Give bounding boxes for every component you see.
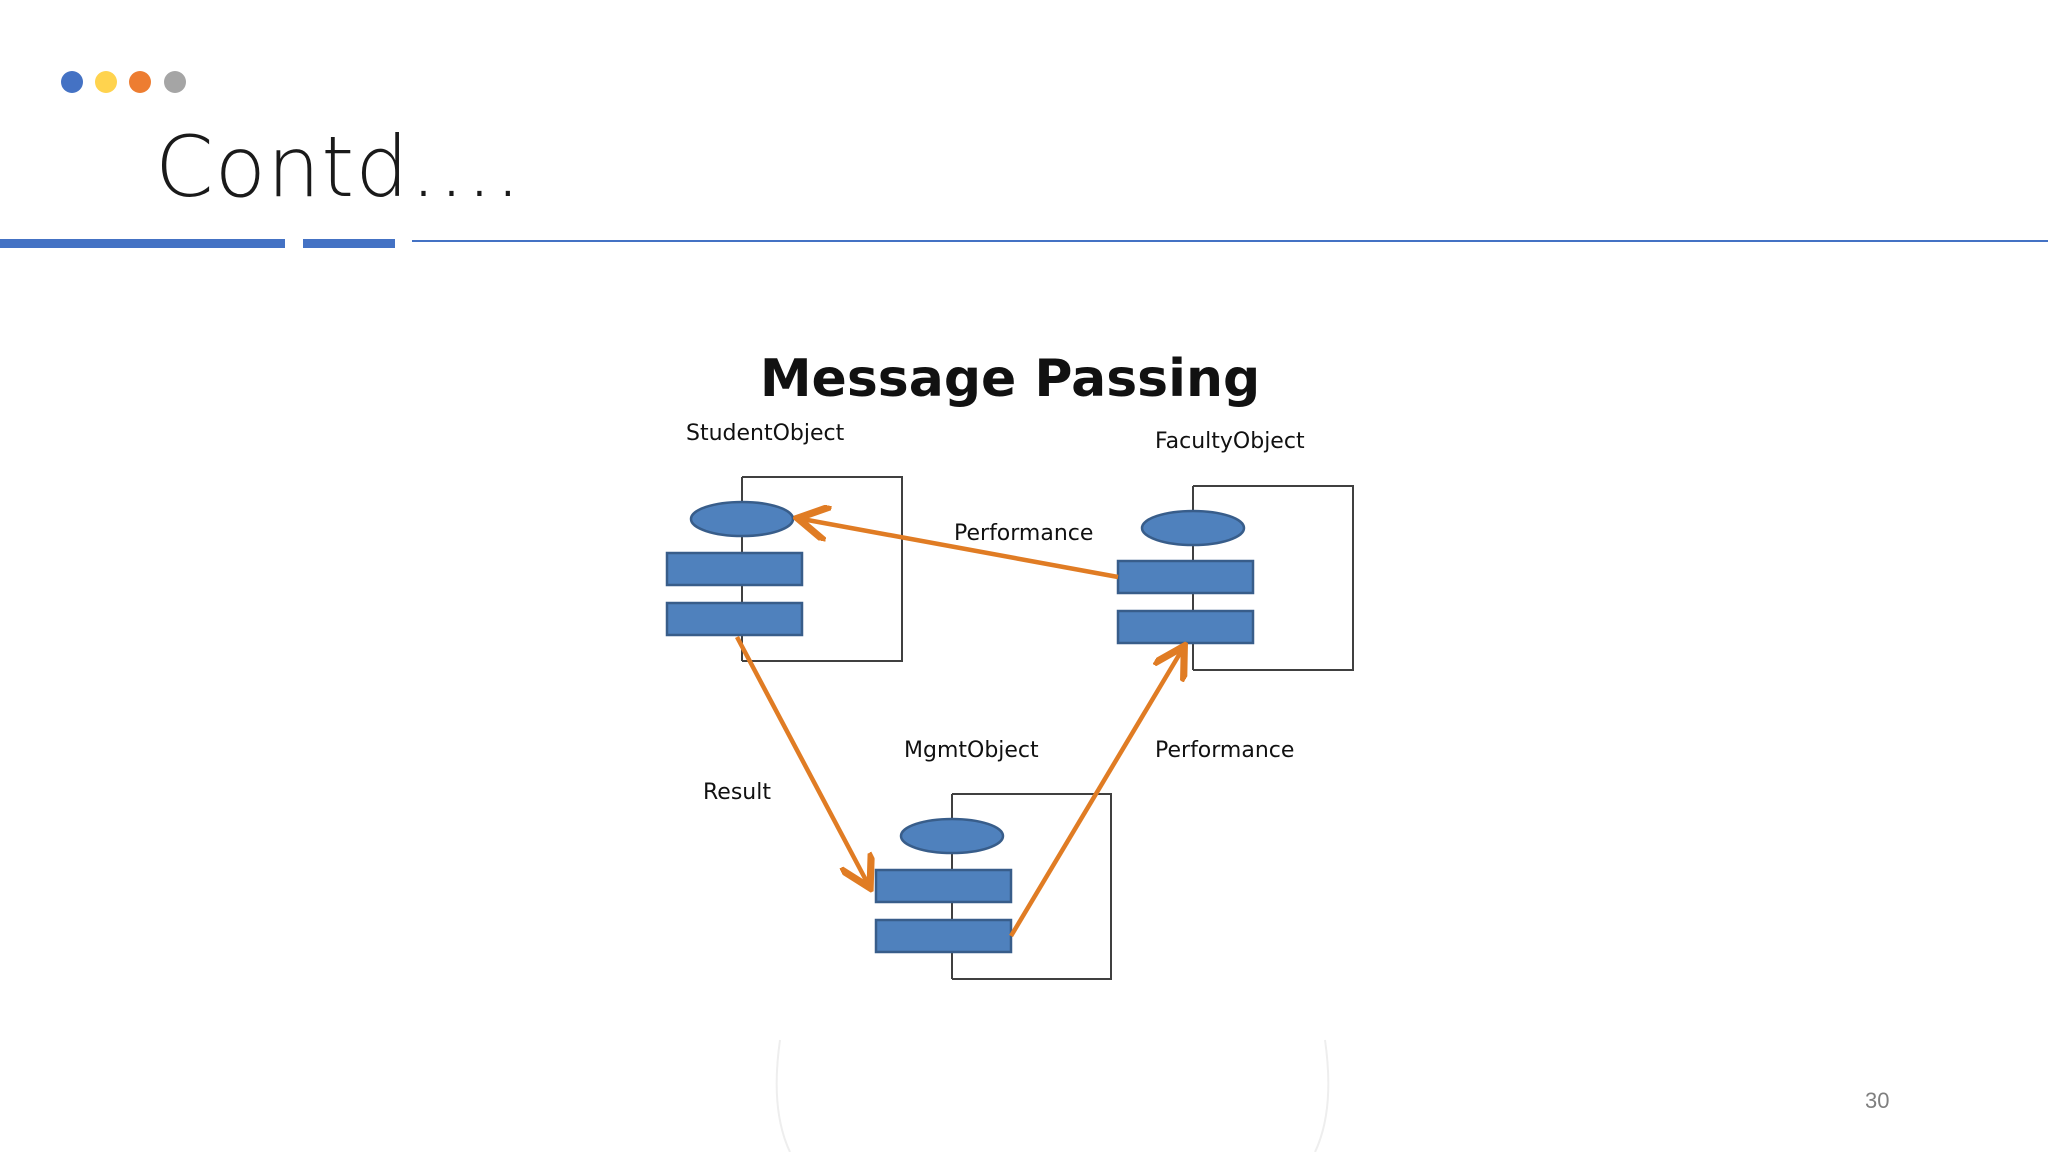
- object-ellipse: [899, 817, 1005, 855]
- mgmt-object-label: MgmtObject: [904, 738, 1039, 763]
- object-frame: [1193, 485, 1354, 671]
- slide-title: Contd….: [155, 118, 523, 216]
- title-underline-segment: [0, 239, 285, 248]
- decor-dot-yellow: [95, 71, 117, 93]
- page-number: 30: [1865, 1088, 1890, 1113]
- decor-dot-blue: [61, 71, 83, 93]
- object-frame: [742, 476, 903, 662]
- object-bar: [874, 868, 1013, 904]
- object-bar: [874, 918, 1013, 954]
- title-underline-thin: [412, 240, 2048, 242]
- object-frame: [952, 793, 1112, 980]
- message-label-performance: Performance: [954, 521, 1093, 546]
- message-arrow-faculty-to-student: [802, 519, 1119, 580]
- object-bar: [1116, 559, 1255, 595]
- object-bar: [1116, 609, 1255, 645]
- object-bar: [665, 551, 804, 587]
- decor-dot-gray: [164, 71, 186, 93]
- message-arrow-student-to-mgmt: [735, 635, 868, 884]
- object-ellipse: [1140, 509, 1246, 547]
- message-label-performance: Performance: [1155, 738, 1294, 763]
- object-bar: [665, 601, 804, 637]
- student-object: StudentObject: [665, 421, 903, 662]
- object-ellipse: [689, 500, 795, 538]
- message-label-result: Result: [703, 780, 771, 805]
- student-object-label: StudentObject: [686, 421, 845, 446]
- faculty-object: FacultyObject: [1116, 429, 1354, 671]
- title-underline-segment: [303, 239, 395, 248]
- faculty-object-label: FacultyObject: [1155, 429, 1305, 454]
- mgmt-object: MgmtObject: [874, 738, 1112, 980]
- message-arrow-mgmt-to-faculty: [1009, 650, 1182, 938]
- decor-dot-orange: [129, 71, 151, 93]
- diagram-title: Message Passing: [760, 349, 1260, 409]
